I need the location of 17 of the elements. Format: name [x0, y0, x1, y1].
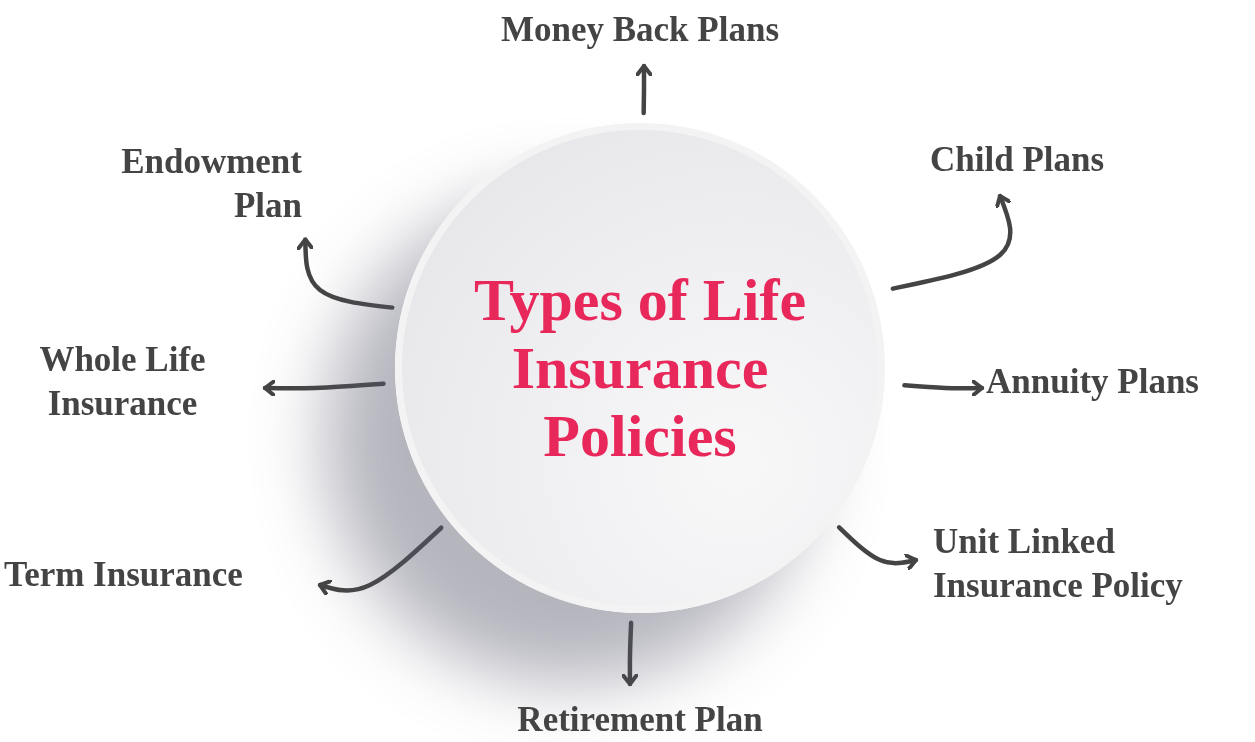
category-label: Term Insurance — [4, 554, 244, 596]
arrow — [296, 237, 395, 310]
category-label: Annuity Plans — [986, 361, 1200, 403]
arrow — [902, 379, 985, 398]
category-label: Retirement Plan — [516, 699, 764, 741]
category-label: Unit Linked Insurance Policy — [933, 521, 1184, 607]
title-text: Types of Life Insurance Policies — [472, 266, 808, 470]
arrow — [635, 63, 654, 116]
arrow — [620, 620, 639, 687]
category-label: Money Back Plans — [499, 9, 781, 51]
category-label: Child Plans — [930, 139, 1106, 181]
category-label: Whole Life Insurance — [38, 339, 207, 425]
arrow — [262, 379, 386, 398]
arrow — [317, 525, 444, 597]
category-label: Endowment Plan — [120, 141, 302, 227]
arrow — [890, 193, 1013, 291]
arrow — [836, 525, 919, 571]
